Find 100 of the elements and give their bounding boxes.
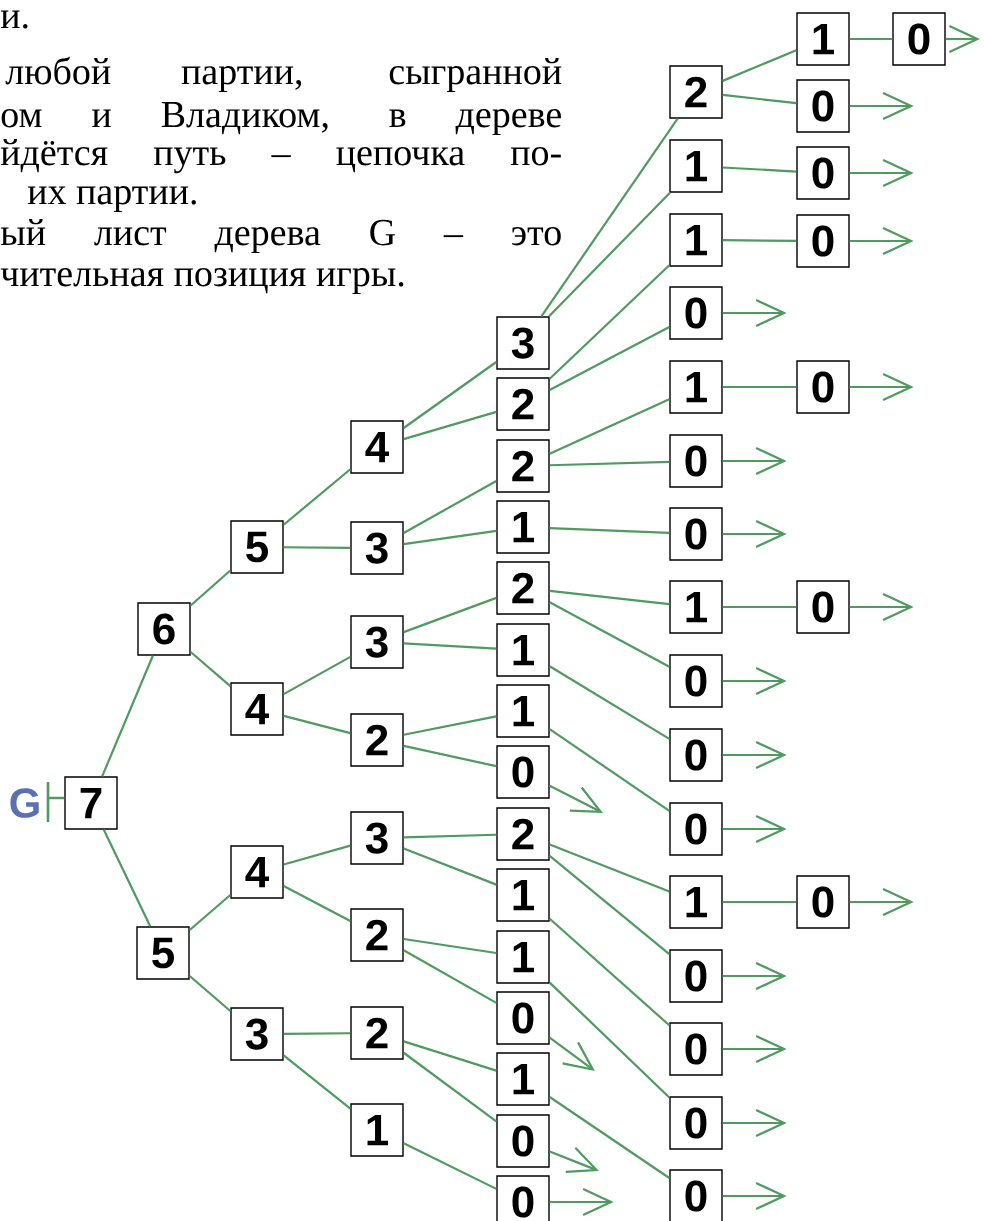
arrow — [722, 299, 787, 327]
arrow — [722, 962, 787, 990]
branch-line — [549, 460, 670, 467]
number-box: 0 — [669, 654, 723, 708]
text-line: и. — [0, 10, 28, 29]
branch-line — [722, 239, 797, 242]
arrow — [722, 447, 787, 475]
branch-line — [540, 118, 679, 317]
branch-line — [549, 601, 670, 668]
number-box: 1 — [796, 12, 850, 66]
text-line: чительная позиция игры. — [0, 268, 404, 295]
branch-line — [403, 480, 497, 534]
branch-line — [722, 49, 797, 82]
number-box: 0 — [669, 507, 723, 561]
number-box: 0 — [669, 949, 723, 1003]
number-box: 2 — [496, 377, 550, 431]
number-box: 2 — [350, 908, 404, 962]
number-box: 0 — [496, 1175, 550, 1221]
arrow — [849, 593, 914, 621]
branch-line — [403, 949, 497, 1004]
number-box: 0 — [496, 745, 550, 799]
arrow — [722, 667, 787, 695]
arrow — [849, 373, 914, 401]
number-box: 3 — [350, 521, 404, 575]
branch-line — [189, 569, 232, 607]
branch-line — [548, 264, 671, 380]
number-box: 0 — [669, 802, 723, 856]
arrow — [849, 888, 914, 916]
branch-line — [722, 605, 797, 609]
number-box: 2 — [496, 439, 550, 493]
number-box: 6 — [137, 602, 191, 656]
arrow — [849, 92, 914, 120]
branch-line — [549, 398, 670, 455]
number-box: 3 — [350, 615, 404, 669]
branch-line — [403, 529, 497, 546]
branch-line — [403, 833, 497, 839]
branch-line — [549, 589, 670, 606]
number-box: 0 — [796, 146, 850, 200]
number-box: 1 — [669, 360, 723, 414]
branch-line — [403, 1051, 497, 1123]
branch-line — [403, 361, 497, 429]
arrow — [722, 1182, 787, 1210]
branch-line — [722, 93, 797, 105]
arrow — [722, 1035, 787, 1063]
number-box: 1 — [496, 1052, 550, 1106]
branch-line — [283, 714, 351, 735]
number-box: 1 — [669, 213, 723, 267]
number-box: 2 — [669, 65, 723, 119]
branch-line — [283, 844, 351, 866]
branch-line — [403, 744, 497, 768]
branch-line — [548, 981, 671, 1099]
branch-line — [722, 385, 797, 389]
number-box: 1 — [669, 875, 723, 929]
branch-line — [283, 546, 351, 549]
branch-line — [549, 527, 670, 535]
branch-line — [403, 596, 497, 634]
text-line: йдётся путь – цепочка по- — [0, 139, 561, 174]
branch-line — [403, 847, 497, 886]
number-box: 0 — [669, 1169, 723, 1221]
branch-line — [549, 728, 670, 812]
branch-line — [849, 37, 893, 41]
branch-line — [283, 468, 351, 526]
branch-line — [403, 410, 497, 441]
number-box: 0 — [796, 360, 850, 414]
branch-line — [283, 885, 351, 922]
number-box: 1 — [669, 580, 723, 634]
branch-line — [102, 829, 152, 927]
number-box: 0 — [669, 286, 723, 340]
number-box: 1 — [496, 500, 550, 554]
number-box: 1 — [496, 930, 550, 984]
number-box: 0 — [796, 79, 850, 133]
number-box: 1 — [669, 139, 723, 193]
number-box: 3 — [230, 1007, 284, 1061]
number-box: 4 — [230, 845, 284, 899]
number-box: 4 — [230, 682, 284, 736]
branch-line — [283, 655, 351, 696]
branch-line — [548, 917, 671, 1027]
branch-line — [403, 715, 497, 736]
arrow — [722, 815, 787, 843]
branch-line — [403, 1142, 497, 1190]
number-box: 2 — [496, 561, 550, 615]
number-box: 7 — [64, 776, 118, 830]
number-box: 3 — [350, 811, 404, 865]
number-box: 0 — [796, 875, 850, 929]
branch-line — [549, 843, 670, 893]
number-box: 1 — [496, 868, 550, 922]
number-box: 0 — [669, 1022, 723, 1076]
number-box: 1 — [350, 1103, 404, 1157]
branch-line — [722, 166, 797, 173]
branch-line — [101, 655, 154, 777]
number-box: 0 — [496, 1114, 550, 1168]
number-box: 0 — [669, 434, 723, 488]
arrow — [722, 741, 787, 769]
tree-name: G — [10, 788, 39, 818]
branch-line — [722, 900, 797, 904]
number-box: 5 — [136, 926, 190, 980]
arrow — [849, 159, 914, 187]
branch-line — [283, 1054, 351, 1110]
branch-line — [283, 1032, 351, 1035]
arrow — [849, 227, 914, 255]
